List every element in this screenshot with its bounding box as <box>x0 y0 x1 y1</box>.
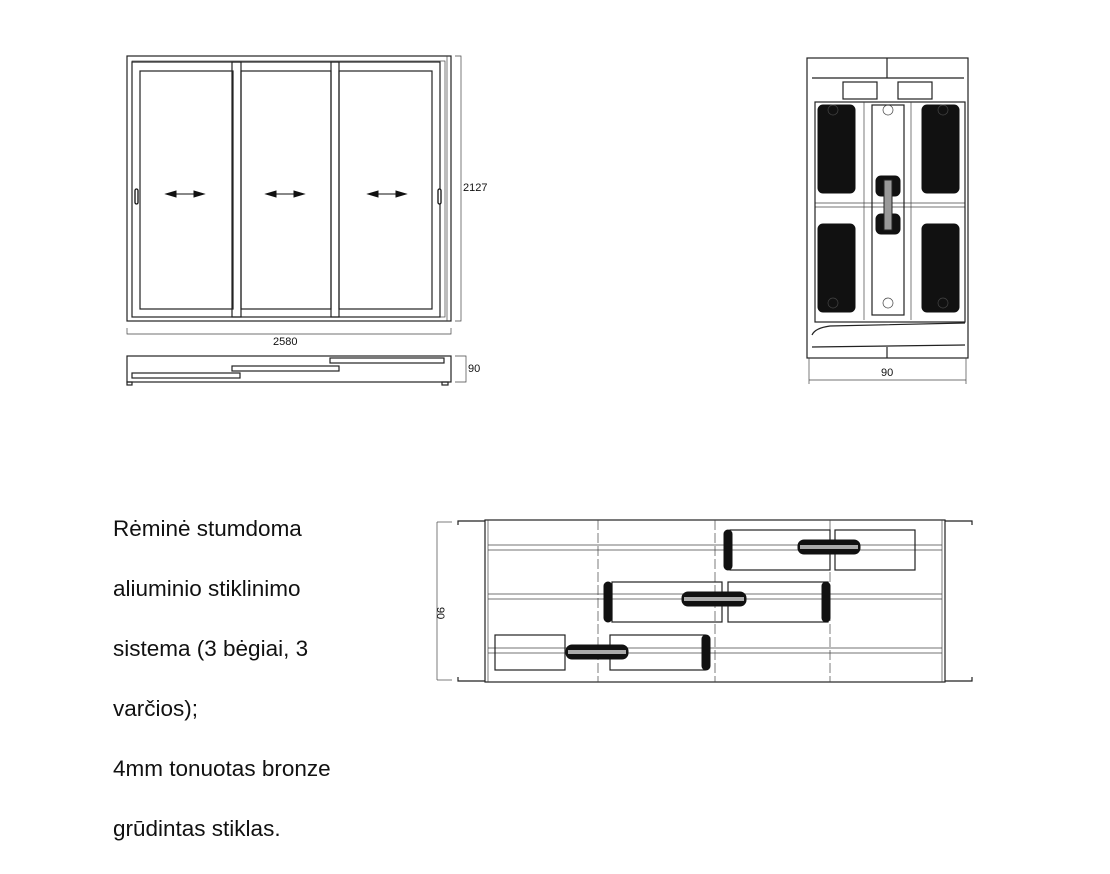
gasket-block <box>921 104 960 194</box>
plan-view: 90 <box>126 355 480 386</box>
gasket-block <box>817 104 856 194</box>
depth-dimension-horizontal: 90 <box>434 607 446 619</box>
sliding-arrow-icon <box>164 190 206 198</box>
gasket-block <box>817 223 856 313</box>
technical-drawing: 2127 2580 90 <box>126 55 973 683</box>
sliding-arrow-icon <box>264 190 306 198</box>
height-dimension: 2127 <box>463 182 487 194</box>
description-line: grūdintas stiklas. <box>113 816 281 841</box>
vertical-section: 90 <box>806 57 969 384</box>
description-line: aliuminio stiklinimo <box>113 576 301 601</box>
description-line: varčios); <box>113 696 199 721</box>
handle-left <box>134 188 139 205</box>
depth-dimension-section: 90 <box>881 367 893 379</box>
sliding-arrow-icon <box>366 190 408 198</box>
description-line: sistema (3 bėgiai, 3 <box>113 636 309 661</box>
handle-right <box>437 188 442 205</box>
horizontal-section: 90 <box>434 519 973 683</box>
gasket-block <box>921 223 960 313</box>
width-dimension: 2580 <box>273 336 297 348</box>
product-description: Rėminė stumdoma aliuminio stiklinimo sis… <box>113 484 331 874</box>
description-line: 4mm tonuotas bronze <box>113 756 331 781</box>
depth-dimension-plan: 90 <box>468 363 480 375</box>
front-elevation: 2127 2580 <box>126 55 487 348</box>
description-line: Rėminė stumdoma <box>113 516 302 541</box>
